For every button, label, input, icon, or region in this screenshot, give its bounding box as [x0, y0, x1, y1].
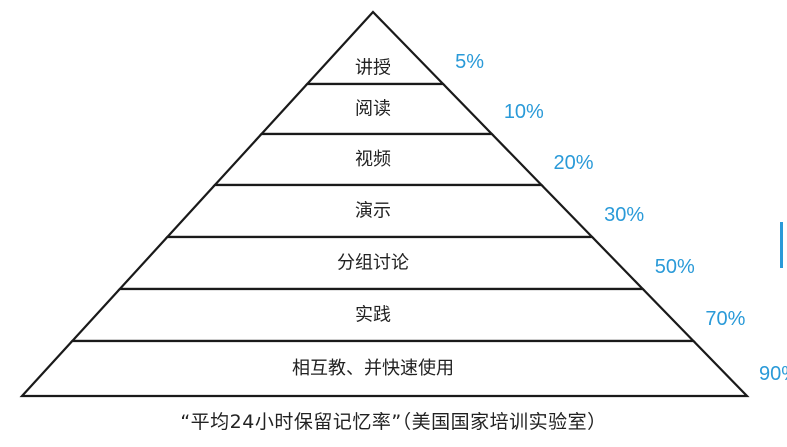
tier-label-3: 视频 — [355, 149, 391, 170]
retention-percent-3: 20% — [553, 152, 593, 174]
retention-percent-4: 30% — [604, 204, 644, 226]
pyramid-tiers — [19, 10, 750, 398]
retention-percent-1: 5% — [455, 51, 484, 73]
tier-label-2: 阅读 — [355, 99, 391, 120]
retention-percent-7: 90% — [759, 363, 787, 385]
tier-label-1: 讲授 — [355, 58, 391, 79]
retention-percent-labels: 5% 10% 20% 30% 50% 70% 90% — [455, 51, 787, 385]
pyramid-tier-7 — [19, 339, 750, 398]
retention-percent-2: 10% — [504, 101, 544, 123]
tier-label-5: 分组讨论 — [337, 253, 409, 274]
tier-label-4: 演示 — [355, 201, 391, 222]
tier-label-6: 实践 — [355, 305, 391, 326]
edge-marker — [780, 222, 783, 268]
retention-percent-6: 70% — [705, 308, 745, 330]
pyramid-caption: “平均24小时保留记忆率”（美国国家培训实验室） — [180, 411, 607, 433]
tier-label-7: 相互教、并快速使用 — [292, 358, 454, 379]
retention-percent-5: 50% — [655, 256, 695, 278]
